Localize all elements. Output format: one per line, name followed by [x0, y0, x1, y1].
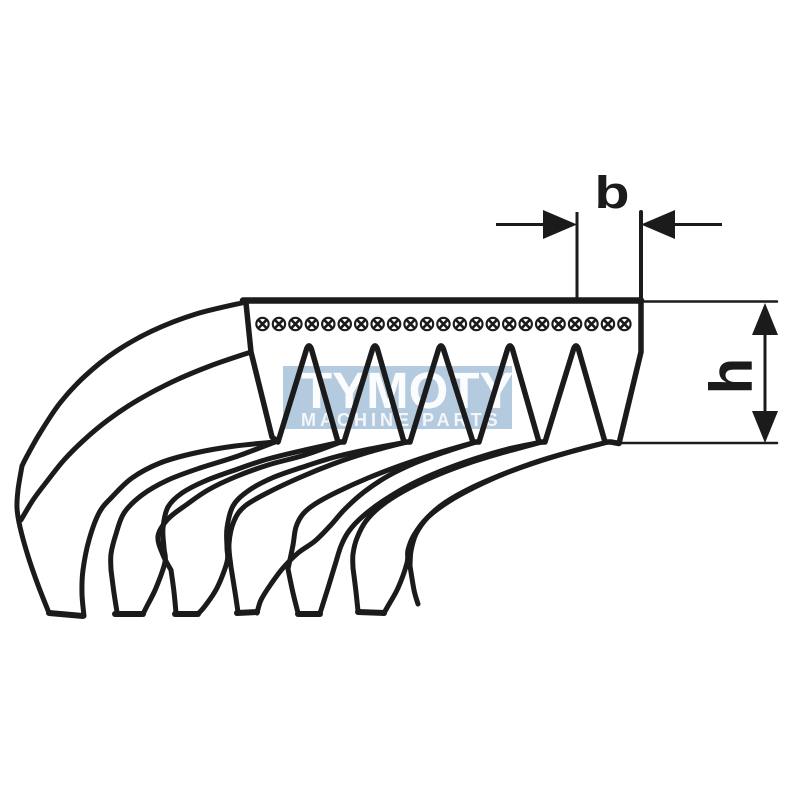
- svg-text:TYMOTY: TYMOTY: [301, 362, 514, 419]
- svg-text:h: h: [698, 358, 765, 395]
- svg-text:b: b: [594, 167, 629, 217]
